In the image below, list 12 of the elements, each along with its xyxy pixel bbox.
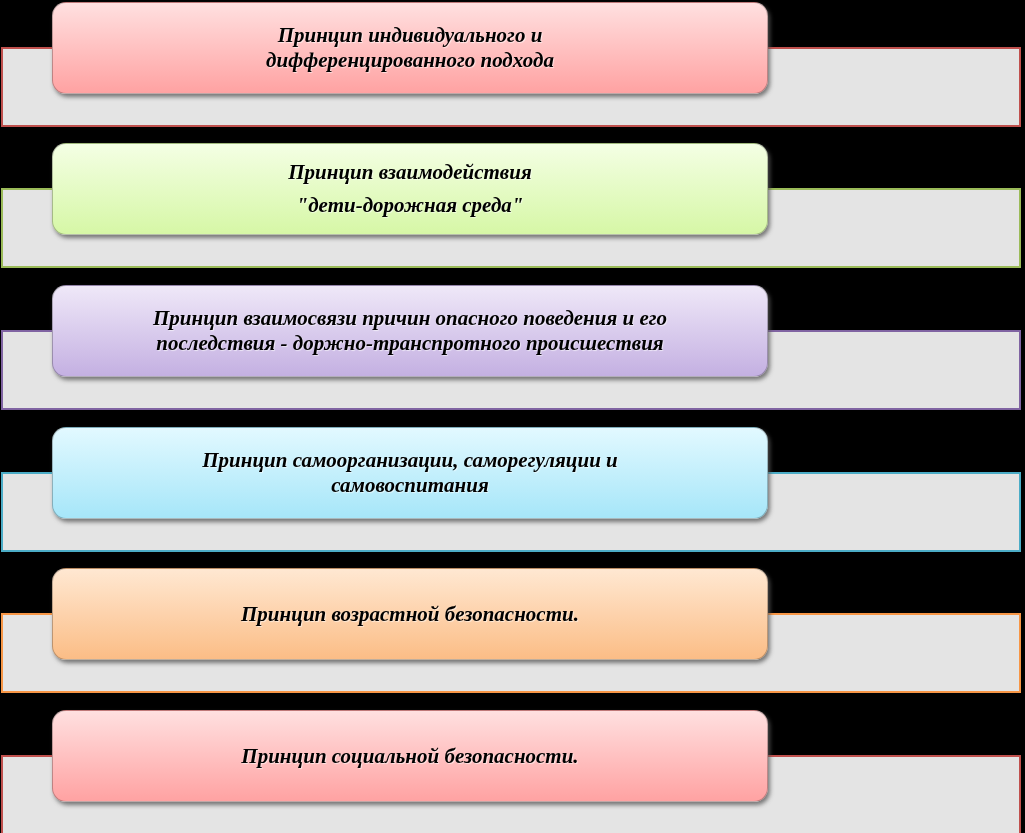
principle-box [52, 143, 768, 235]
principle-label: Принцип взаимосвязи причин опасного поведения и его последствия - доржно-транспротного происшествия [151, 306, 669, 356]
principle-box [52, 285, 768, 377]
principle-box [52, 568, 768, 660]
principle-label: Принцип социальной безопасности. [241, 743, 579, 769]
principle-label: Принцип индивидуального и дифференцированного подхода [265, 23, 555, 73]
principle-label: Принцип взаимодействия "дети-дорожная среда" [287, 159, 533, 219]
principle-box [52, 710, 768, 802]
principle-label: Принцип самоорганизации, саморегуляции и самовоспитания [201, 448, 619, 498]
principle-box [52, 427, 768, 519]
principle-label: Принцип возрастной безопасности. [241, 601, 579, 627]
principle-box [52, 2, 768, 94]
